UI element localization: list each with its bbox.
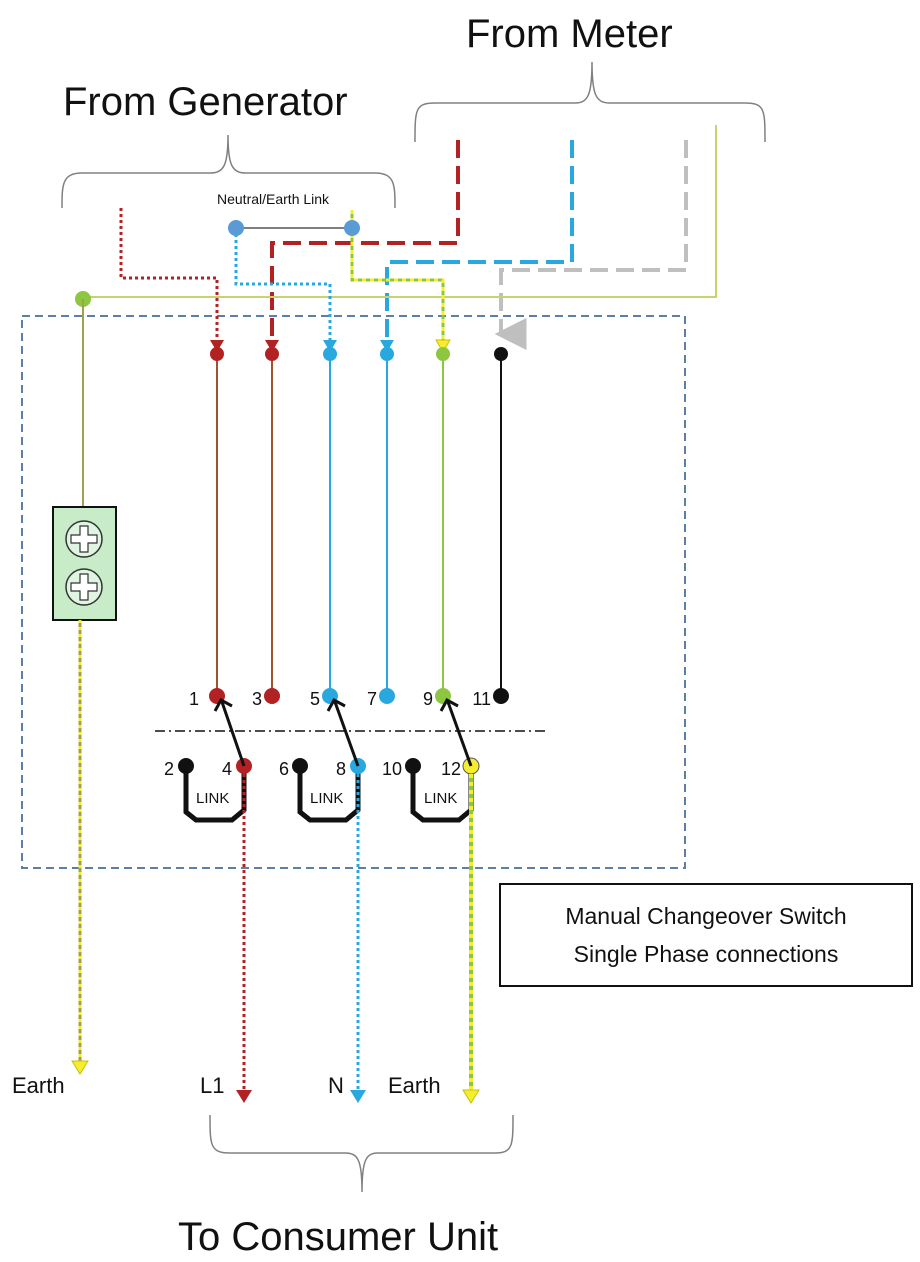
input-node-5 — [323, 347, 337, 361]
meter-live-wire — [270, 140, 460, 340]
generator-live-wire — [119, 208, 219, 340]
neutral-earth-link-label: Neutral/Earth Link — [217, 191, 330, 207]
terminal-label-10: 10 — [382, 759, 402, 779]
input-node-11 — [494, 347, 508, 361]
neutral-link-node — [228, 220, 244, 236]
earth-arrow-9 — [435, 339, 451, 353]
terminal-label-4: 4 — [222, 759, 232, 779]
caption-line-2: Single Phase connections — [574, 941, 839, 967]
terminal-label-2: 2 — [164, 759, 174, 779]
earth-terminal-block — [52, 506, 117, 621]
link-label-1: LINK — [196, 790, 229, 807]
meter-earth-wire — [494, 140, 688, 350]
from-generator-brace — [61, 134, 396, 209]
caption-line-1: Manual Changeover Switch — [565, 903, 846, 929]
caption-box: Manual Changeover Switch Single Phase co… — [499, 883, 913, 987]
output-earth-arrow — [462, 1089, 480, 1104]
from-meter-brace — [414, 61, 766, 143]
from-generator-label: From Generator — [63, 80, 348, 124]
terminal-6 — [292, 758, 308, 774]
input-node-7 — [380, 347, 394, 361]
neutral-arrow-5 — [323, 340, 337, 352]
terminal-label-7: 7 — [367, 689, 377, 709]
to-consumer-unit-label: To Consumer Unit — [178, 1215, 498, 1259]
from-meter-label: From Meter — [466, 12, 673, 56]
input-node-9 — [436, 347, 450, 361]
link-label-2: LINK — [310, 790, 343, 807]
terminal-10 — [405, 758, 421, 774]
to-consumer-unit-brace — [209, 1114, 514, 1193]
earth-output-left-arrow — [71, 1060, 89, 1075]
terminal-3 — [264, 688, 280, 704]
generator-earth-wire — [350, 210, 445, 340]
terminal-label-6: 6 — [279, 759, 289, 779]
live-arrow-1 — [210, 340, 224, 352]
meter-earth-solid-wire — [83, 125, 717, 298]
terminal-label-11: 11 — [472, 689, 491, 709]
terminal-label-3: 3 — [252, 689, 262, 709]
link-label-3: LINK — [424, 790, 457, 807]
terminal-label-8: 8 — [336, 759, 346, 779]
terminal-7 — [379, 688, 395, 704]
output-l1-arrow — [236, 1090, 252, 1103]
earth-left-label: Earth — [12, 1073, 65, 1098]
input-node-3 — [265, 347, 279, 361]
earth-right-label: Earth — [388, 1073, 441, 1098]
switch-arm-earth — [439, 697, 473, 767]
live-arrow-3 — [265, 340, 279, 352]
terminal-2 — [178, 758, 194, 774]
terminal-11 — [493, 688, 509, 704]
n-label: N — [328, 1073, 344, 1098]
link-bracket-2-4 — [183, 766, 247, 823]
generator-neutral-wire — [234, 228, 332, 340]
link-bracket-6-8 — [297, 766, 361, 823]
switch-arm-live — [213, 697, 246, 767]
switch-enclosure — [21, 315, 686, 869]
input-node-1 — [210, 347, 224, 361]
terminal-label-5: 5 — [310, 689, 320, 709]
output-n-arrow — [350, 1090, 366, 1103]
meter-neutral-wire — [385, 140, 574, 340]
terminal-label-12: 12 — [441, 759, 461, 779]
terminal-label-1: 1 — [189, 689, 199, 709]
earth-link-node — [344, 220, 360, 236]
terminal-label-9: 9 — [423, 689, 433, 709]
l1-label: L1 — [200, 1073, 224, 1098]
switch-arm-neutral — [326, 697, 360, 767]
neutral-arrow-7 — [380, 340, 394, 352]
